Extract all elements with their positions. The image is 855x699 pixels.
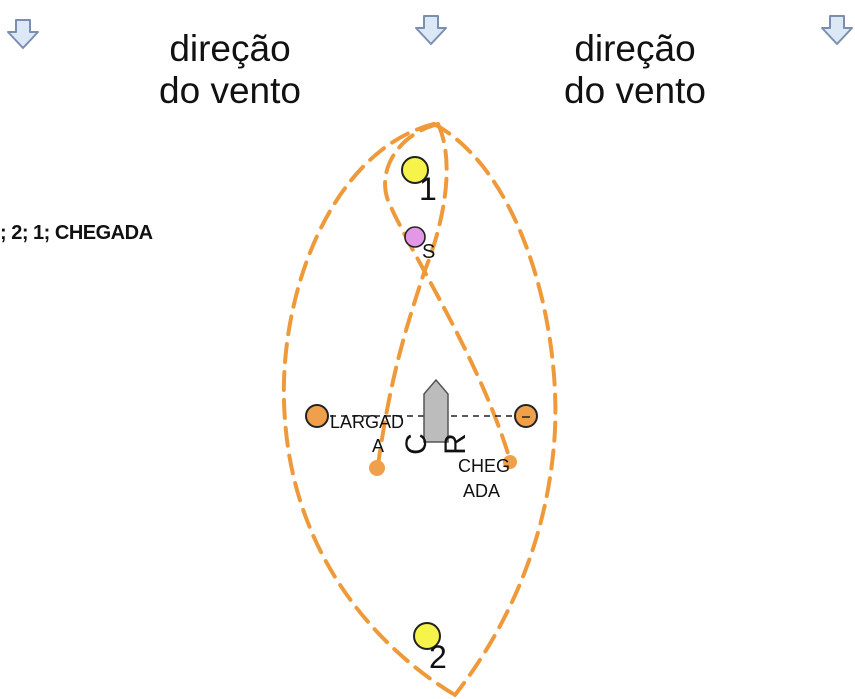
- wind-label-right-line2: do vento: [564, 70, 706, 111]
- course-sequence-text: ; 2; 1; CHEGADA: [0, 222, 153, 244]
- finish-label-line1: CHEG: [458, 456, 510, 476]
- wind-label-left-line1: direção: [169, 28, 291, 69]
- mark-1: [401, 156, 429, 184]
- wind-label-right-line1: direção: [574, 28, 696, 69]
- committee-letter-c: C: [400, 433, 433, 455]
- finish-label-line2: ADA: [463, 481, 500, 501]
- wind-direction-label-left: direção do vento: [140, 28, 320, 112]
- course-path: [281, 122, 558, 697]
- start-pin: [369, 460, 385, 476]
- mark-1-label: 1: [419, 171, 437, 207]
- committee-boat: [423, 378, 449, 443]
- wind-arrow-icon: [821, 15, 853, 45]
- mark-s-label: S: [422, 241, 435, 263]
- mark-s: [404, 226, 426, 248]
- finish-pin: [503, 455, 517, 469]
- committee-letter-r: R: [439, 433, 472, 455]
- mark-2-label: 2: [429, 639, 447, 675]
- wind-direction-label-right: direção do vento: [545, 28, 725, 112]
- wind-arrow-icon: [415, 15, 447, 45]
- start-label-line2: A: [372, 436, 384, 456]
- start-buoy-left: [305, 404, 329, 428]
- wind-label-left-line2: do vento: [159, 70, 301, 111]
- wind-arrow-icon: [7, 19, 39, 49]
- start-label-line1: LARGAD: [330, 412, 404, 432]
- start-buoy-right: [514, 404, 538, 428]
- mark-2: [413, 622, 441, 650]
